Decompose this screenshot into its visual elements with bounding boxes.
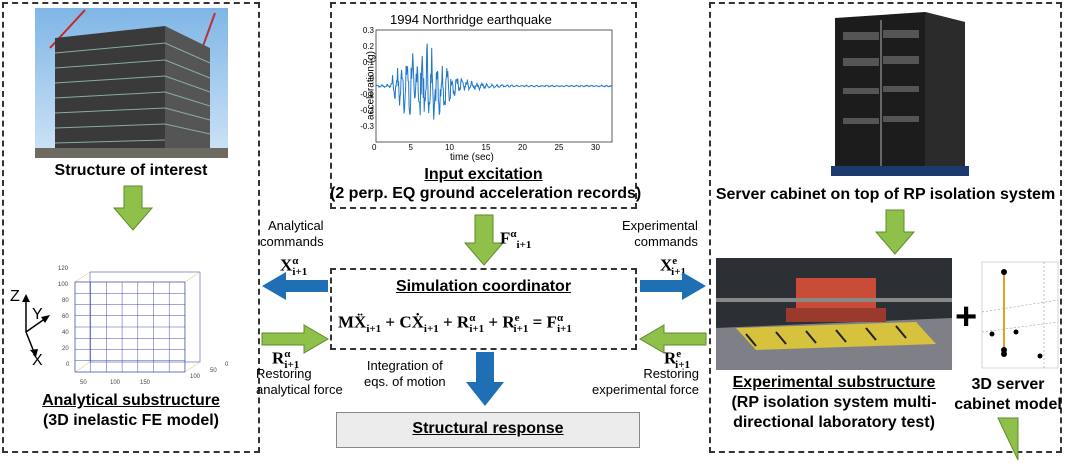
plot-x-tick: 0 [372,143,377,152]
svg-text:100: 100 [58,282,69,288]
svg-text:0: 0 [225,362,229,368]
experimental-panel [709,2,1062,453]
analytical-panel [2,2,260,453]
equation-of-motion: MẌi+1 + CẊi+1 + Rαi+1 + Rei+1 = Fαi+1 [338,312,572,336]
server-cabinet-photo [825,8,973,178]
cabinet-model-plot [981,261,1059,369]
fe-model-plot: 120 100 80 60 40 20 0 50 100 150 100 50 0 [58,266,229,386]
plot-y-tick: 0.1 [362,58,374,67]
input-excitation-subtitle: (2 perp. EQ ground acceleration records) [330,185,642,202]
server-cabinet-caption: Server cabinet on top of RP isolation sy… [715,186,1056,203]
svg-text:40: 40 [62,330,69,336]
svg-text:150: 150 [140,380,151,386]
building-photo [35,8,228,158]
plot-y-tick: -0.3 [360,122,374,131]
analytical-restoring-symbol: Rαi+1 [272,348,300,372]
plot-x-tick: 25 [554,143,564,152]
experimental-restoring-symbol: Rei+1 [664,348,690,372]
arrow-right-restoring-green [261,324,329,354]
structural-response-label: Structural response [412,420,564,437]
axis-x-label: X [32,352,43,369]
plot-x-tick: 15 [481,143,491,152]
axis-y-label: Y [32,306,43,323]
plot-x-tick: 20 [518,143,527,152]
svg-text:80: 80 [62,298,69,304]
plot-y-tick: 0.2 [362,42,374,51]
structural-response-box [336,412,640,448]
coordinator-title: Simulation coordinator [395,278,572,295]
cabinet-model-title-line1: 3D server [971,376,1045,393]
ground-motion-plot [375,29,613,143]
arrow-down-response-blue [466,352,504,406]
plus-sign: + [955,296,978,338]
analytical-commands-label: Analytical commands [260,218,324,249]
axis-triad-icon [22,294,50,357]
arrow-left-restoring-green [639,324,707,354]
analytical-command-symbol: Xαi+1 [280,255,308,279]
plot-x-axis-label: time (sec) [450,152,494,163]
plot-x-tick: 5 [408,143,413,152]
axis-z-label: Z [10,288,20,305]
integration-label: Integration of eqs. of motion [364,358,446,389]
input-excitation-title: Input excitation [424,166,543,183]
svg-text:60: 60 [62,314,69,320]
svg-text:120: 120 [58,266,69,272]
svg-text:20: 20 [62,346,69,352]
plot-y-tick: 0.3 [362,26,374,35]
svg-text:100: 100 [190,374,201,380]
structure-caption: Structure of interest [54,162,208,179]
input-excitation-panel [330,2,637,209]
lab-test-photo [716,258,952,370]
restoring-analytical-label: Restoring analytical force [256,366,343,397]
svg-text:0: 0 [66,362,70,368]
restoring-experimental-label: Restoring experimental force [592,366,699,397]
simulation-coordinator-box [330,268,637,350]
experimental-subtitle-line2: directional laboratory test) [733,414,935,431]
svg-text:100: 100 [110,380,121,386]
experimental-substructure-title: Experimental substructure [732,374,936,391]
plot-y-tick: -0.1 [360,90,374,99]
analytical-substructure-subtitle: (3D inelastic FE model) [42,412,220,429]
svg-text:50: 50 [210,368,217,374]
arrow-down-right-green [874,209,916,255]
svg-text:50: 50 [80,380,87,386]
plot-x-tick: 10 [445,143,454,152]
arrow-down-center-green [463,214,505,266]
force-label: Fαi+1 [500,228,532,252]
plot-title: 1994 Northridge earthquake [390,12,552,27]
analytical-substructure-title: Analytical substructure [42,392,220,409]
arrow-down-left-green [112,185,154,231]
experimental-subtitle-line1: (RP isolation system multi- [731,394,937,411]
arrow-left-command-blue [262,272,328,300]
plot-y-tick: 0 [369,74,374,83]
experimental-commands-label: Experimental commands [622,218,698,249]
arrow-right-command-blue [640,272,706,300]
cabinet-model-title-line2: cabinet model [954,396,1062,413]
plot-x-tick: 30 [591,143,600,152]
plot-y-tick: -0.2 [360,106,374,115]
